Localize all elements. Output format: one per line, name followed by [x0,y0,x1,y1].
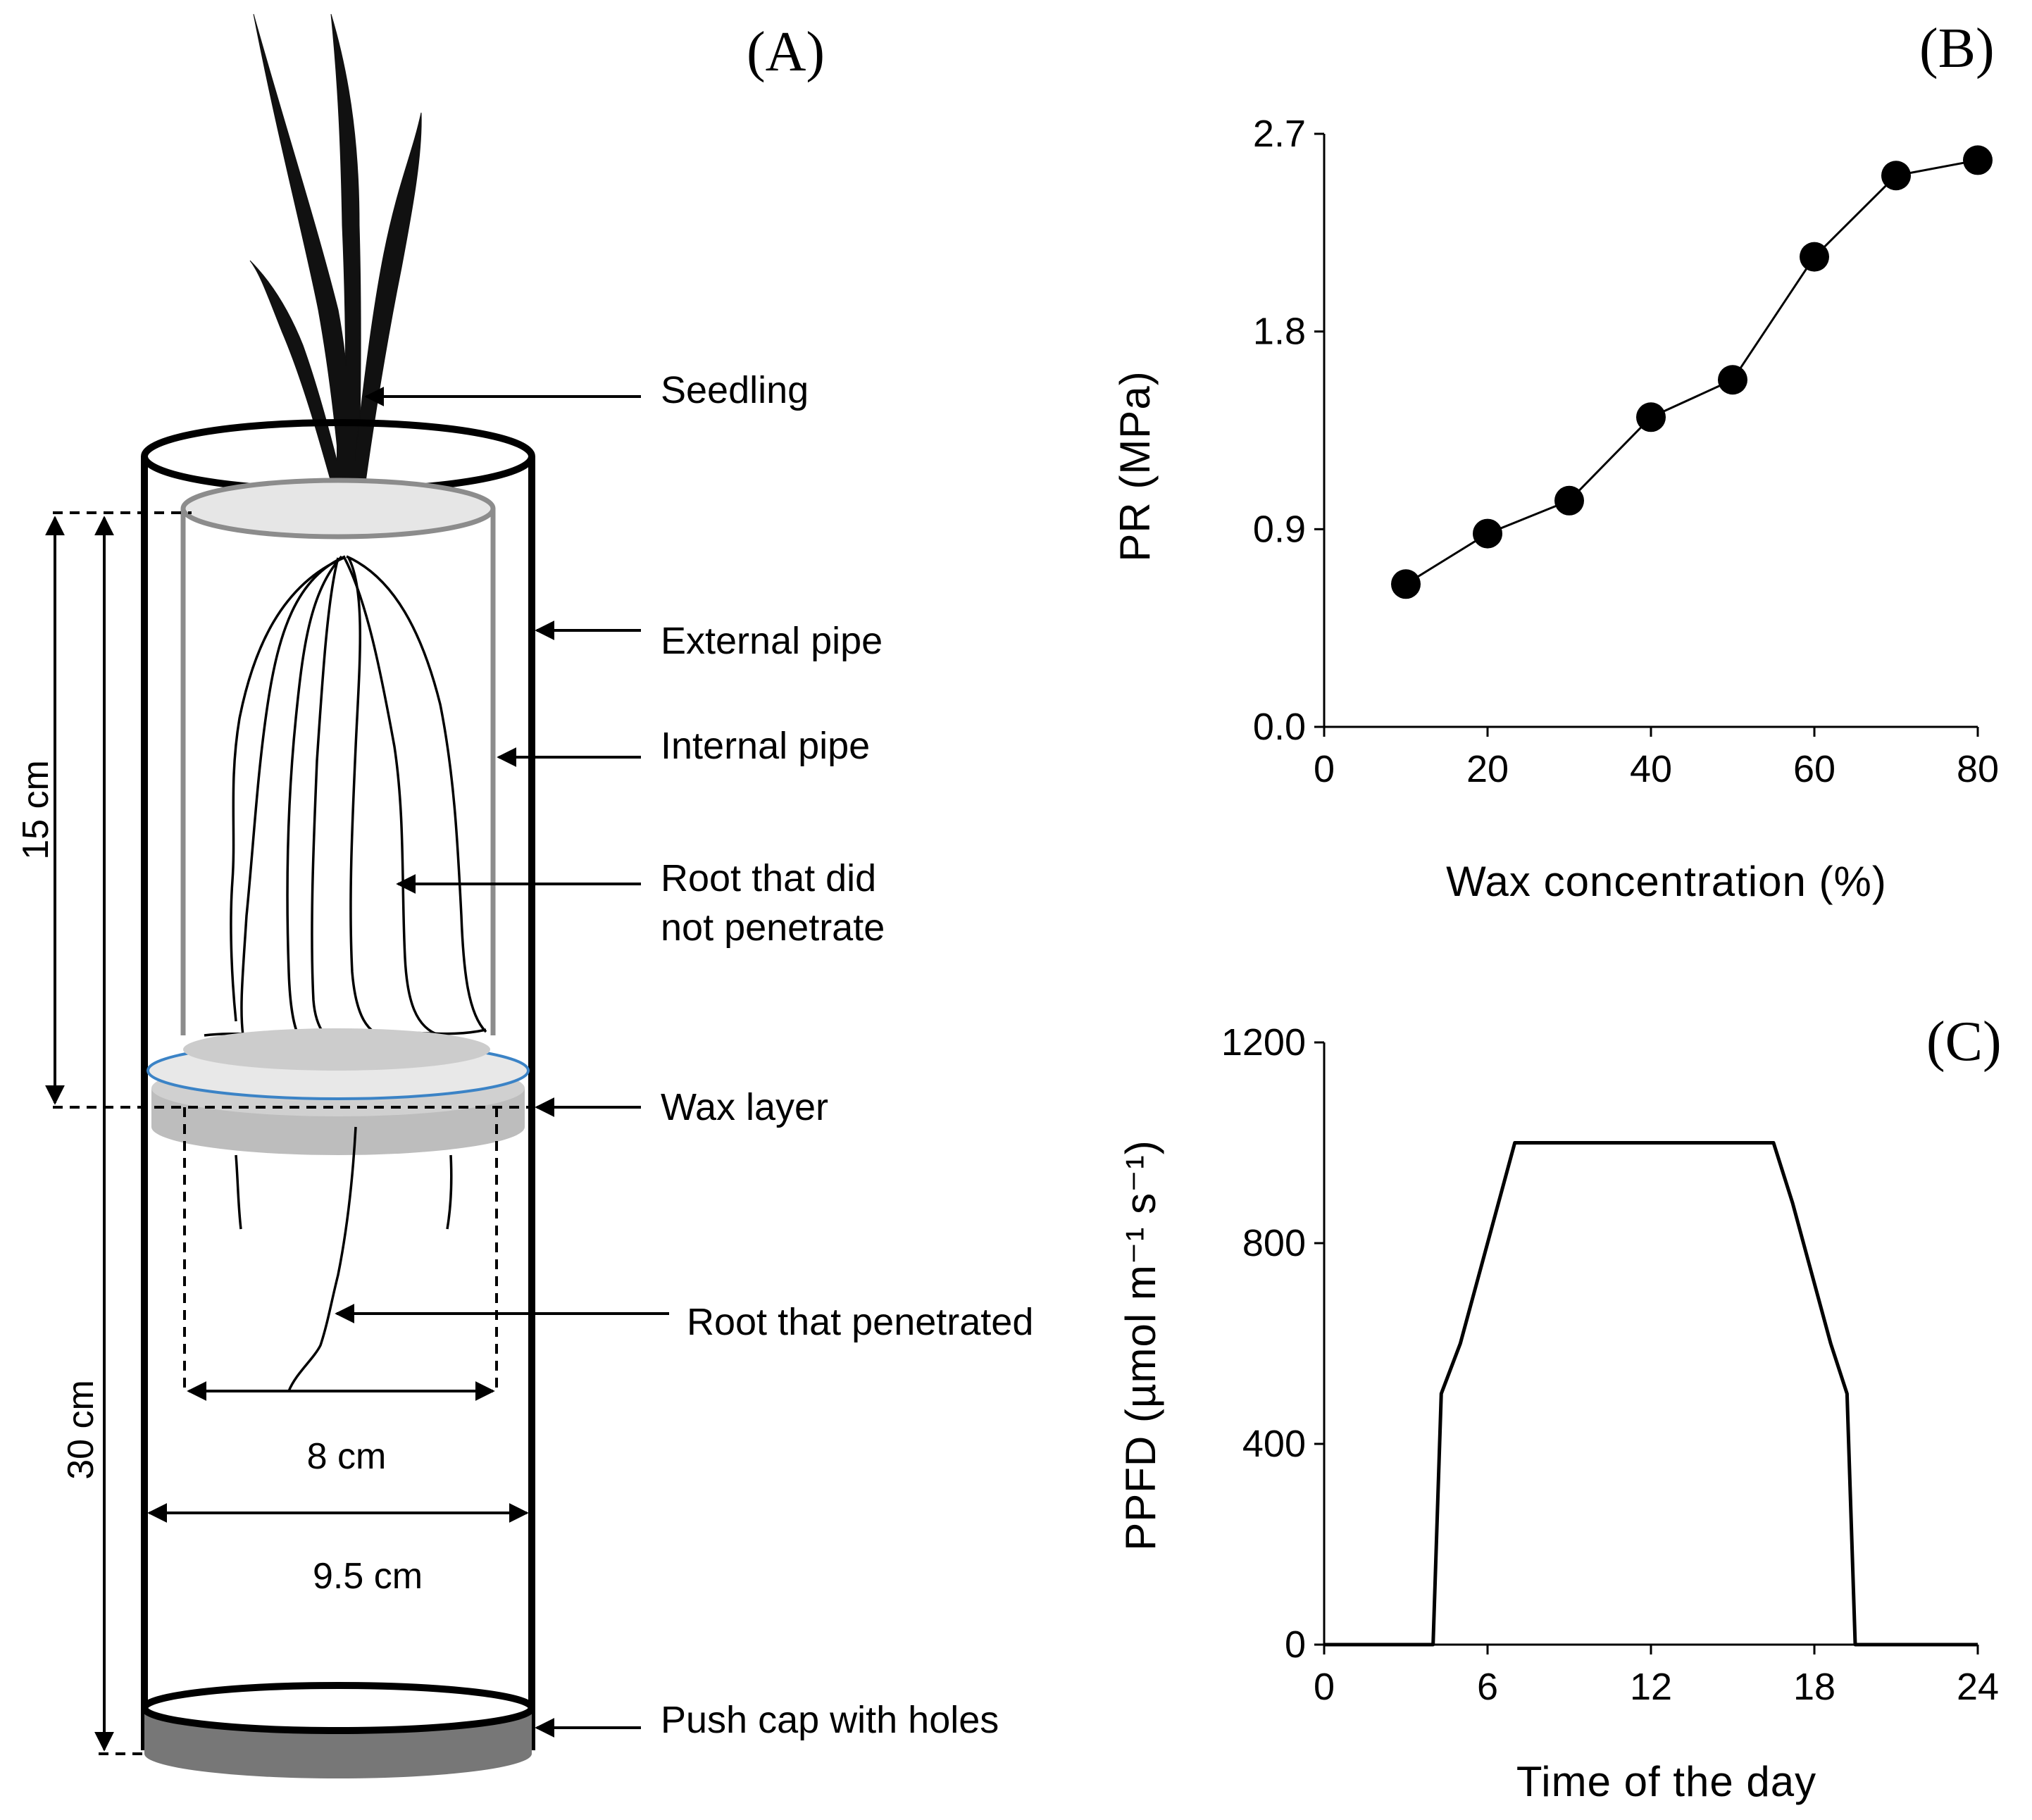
chart-b-xtick-label: 0 [1314,748,1335,790]
chart-b-ytick-label: 2.7 [1253,113,1306,155]
label-wax-layer: Wax layer [661,1086,828,1128]
chart-b-data-point [1391,569,1421,599]
chart-b-data-point [1473,518,1502,549]
chart-c-ytick-label: 0 [1285,1623,1306,1666]
chart-b-data-point [1881,161,1911,191]
panel-c-letter: (C) [1926,1011,2002,1073]
chart-b-data-point [1718,365,1747,395]
chart-c-ytick-label: 1200 [1221,1021,1306,1064]
chart-c-ylabel: PPFD (µmol m⁻¹ s⁻¹) [1117,1140,1164,1551]
panel-a: (A) [15,13,1033,1778]
panel-a-letter: (A) [747,21,825,83]
chart-c: 0 400 800 1200 0 6 12 18 24 [1221,1021,1999,1708]
chart-c-xtick-label: 0 [1314,1666,1335,1708]
wax-layer [147,1028,530,1155]
label-external-pipe: External pipe [661,620,883,662]
chart-c-ytick-label: 400 [1242,1423,1306,1465]
push-cap [141,1682,535,1778]
chart-b-xtick-label: 80 [1957,748,1999,790]
chart-c-xtick-label: 18 [1793,1666,1835,1708]
label-root-not-penetrate-1: Root that did [661,857,876,899]
dim-8cm: 8 cm [307,1436,387,1477]
chart-b-ylabel: PR (MPa) [1111,370,1159,561]
label-push-cap: Push cap with holes [661,1699,999,1741]
dim-15cm: 15 cm [15,760,56,860]
chart-b-xlabel: Wax concentration (%) [1446,858,1887,905]
chart-b-data-point [1636,402,1666,432]
roots-below-wax [235,1126,453,1392]
chart-c-xtick-label: 6 [1477,1666,1498,1708]
chart-b-ytick-label: 1.8 [1253,311,1306,353]
label-root-penetrated: Root that penetrated [687,1301,1033,1343]
seedling-illustration [249,13,422,521]
dimension-lines [45,516,529,1752]
chart-c-series-line [1324,1141,1978,1647]
chart-b-xtick-label: 60 [1793,748,1835,790]
label-internal-pipe: Internal pipe [661,725,870,767]
chart-b-data-point [1963,145,1993,175]
chart-b-ytick-label: 0.0 [1253,706,1306,748]
chart-b-data-point [1554,485,1584,516]
chart-c-ytick-label: 800 [1242,1222,1306,1264]
chart-b-xtick-label: 20 [1466,748,1509,790]
panel-b: (B) 0.0 0.9 1.8 2.7 0 20 40 60 80 Wax concentrat… [1111,18,1999,905]
roots-not-penetrating [204,555,487,1049]
chart-b: 0.0 0.9 1.8 2.7 0 20 40 60 80 [1253,113,1999,790]
chart-c-xlabel: Time of the day [1516,1758,1816,1805]
dim-9-5cm: 9.5 cm [313,1556,423,1597]
label-seedling: Seedling [661,369,809,411]
chart-c-xtick-label: 12 [1630,1666,1672,1708]
chart-c-xtick-label: 24 [1957,1666,1999,1708]
label-root-not-penetrate-2: not penetrate [661,906,885,949]
callout-arrows [335,387,669,1738]
panel-b-letter: (B) [1919,18,1995,80]
internal-pipe [180,478,496,1035]
chart-b-ytick-label: 0.9 [1253,508,1306,550]
chart-b-xtick-label: 40 [1630,748,1672,790]
dashed-guides [53,511,535,1755]
dim-30cm: 30 cm [61,1380,101,1480]
chart-b-data-point [1800,242,1829,272]
